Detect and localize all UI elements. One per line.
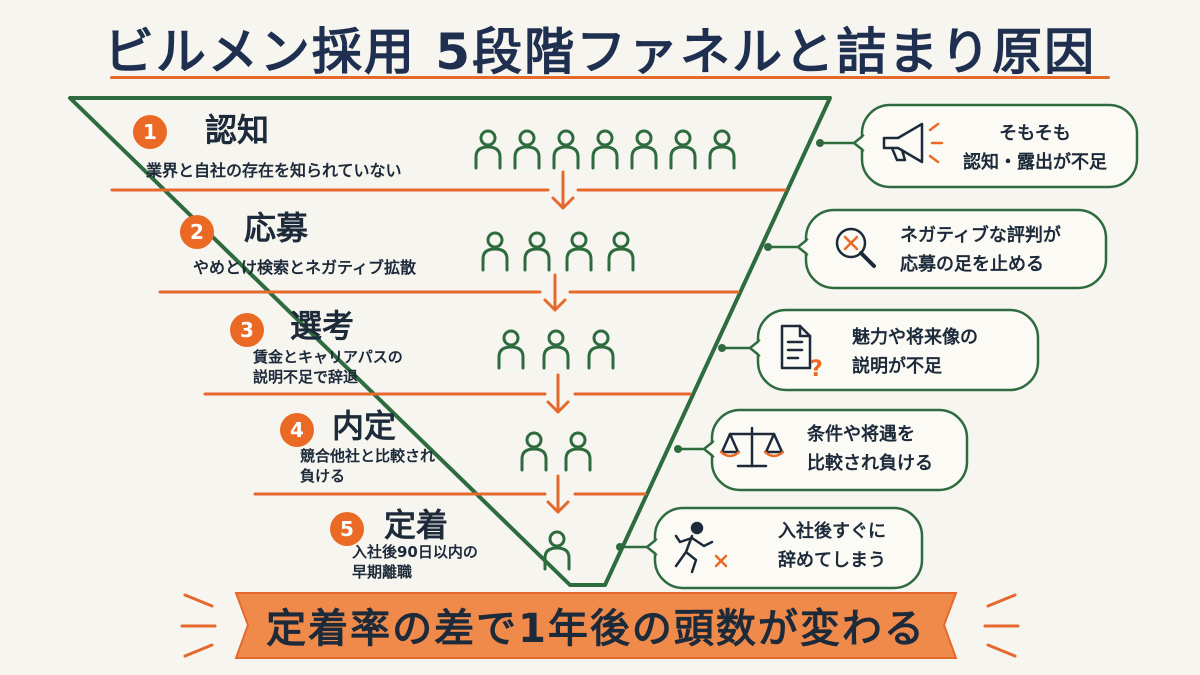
stage-3-description: 賃金とキャリアパスの 説明不足で辞退 bbox=[253, 348, 403, 387]
person-icon bbox=[552, 129, 580, 170]
document-question-icon: ? bbox=[780, 324, 823, 382]
arrow-down-icon-1 bbox=[551, 170, 575, 210]
stage-4-description: 競合他社と比較され 負ける bbox=[300, 447, 436, 486]
callout-bubble-1 bbox=[816, 103, 1139, 189]
person-icon bbox=[481, 231, 509, 272]
stage-5-description: 入社後90日以内の 早期離職 bbox=[352, 543, 478, 582]
callout-3-text: 魅力や将来像の 説明が不足 bbox=[852, 327, 978, 377]
callout-bubbles: ? bbox=[616, 103, 1139, 590]
callout-bubble-4 bbox=[674, 408, 969, 492]
callout-bubble-5 bbox=[616, 506, 924, 590]
callout-4-text: 条件や将遇を 比較され負ける bbox=[807, 424, 933, 474]
stage-3-name: 選考 bbox=[290, 307, 355, 345]
person-icon bbox=[542, 329, 570, 370]
burst-lines-left bbox=[180, 593, 217, 658]
burst-lines-right bbox=[983, 593, 1020, 658]
banner-text: 定着率の差で1年後の頭数が変わる bbox=[266, 606, 926, 652]
callout-1-text: そもそも 認知・露出が不足 bbox=[963, 123, 1107, 173]
stage-2-badge: 2 bbox=[180, 215, 214, 249]
stage-2-name: 応募 bbox=[244, 209, 309, 247]
person-icon bbox=[708, 129, 736, 170]
search-x-icon bbox=[835, 227, 876, 268]
funnel-outline bbox=[68, 96, 832, 587]
stage-separators bbox=[110, 188, 787, 496]
person-icon bbox=[523, 231, 551, 272]
callout-bubble-3 bbox=[718, 308, 1040, 392]
stage-1-description: 業界と自社の存在を知られていない bbox=[146, 161, 402, 180]
arrow-down-icon-3 bbox=[546, 373, 570, 414]
arrow-down-icon-2 bbox=[543, 273, 567, 312]
page-title: ビルメン採用 5段階ファネルと詰まり原因 bbox=[103, 23, 1097, 81]
scale-icon bbox=[719, 426, 785, 468]
running-person-x-icon bbox=[674, 521, 728, 574]
stage-2-description: やめとけ検索とネガティブ拡散 bbox=[193, 258, 417, 277]
stage-1-name: 認知 bbox=[205, 111, 270, 149]
callout-5-text: 入社後すぐに 辞めてしまう bbox=[778, 521, 886, 571]
stage-4-badge: 4 bbox=[280, 413, 314, 447]
callout-bubble-2 bbox=[764, 208, 1108, 290]
person-icon bbox=[607, 231, 635, 272]
title-underline bbox=[110, 76, 1110, 79]
stage-5-badge: 5 bbox=[330, 512, 364, 546]
person-icon bbox=[474, 129, 502, 170]
person-icon bbox=[564, 431, 592, 472]
stage-1-badge: 1 bbox=[133, 115, 167, 149]
megaphone-icon bbox=[882, 122, 944, 164]
stage-5-name: 定着 bbox=[384, 506, 449, 544]
person-icon bbox=[543, 530, 571, 571]
person-icon bbox=[520, 431, 548, 472]
stage-3-badge: 3 bbox=[230, 313, 264, 347]
person-icon bbox=[591, 129, 619, 170]
person-icon bbox=[497, 329, 525, 370]
bottom-banner bbox=[180, 592, 1020, 659]
arrow-down-icon-4 bbox=[546, 474, 570, 514]
banner-ribbon bbox=[234, 592, 958, 659]
people-icons bbox=[474, 129, 736, 571]
svg-text:?: ? bbox=[810, 357, 823, 382]
stage-4-name: 内定 bbox=[332, 407, 397, 445]
person-icon bbox=[587, 329, 615, 370]
flow-arrows bbox=[543, 170, 575, 514]
person-icon bbox=[565, 231, 593, 272]
callout-2-text: ネガティブな評判が 応募の足を止める bbox=[900, 225, 1061, 275]
person-icon bbox=[630, 129, 658, 170]
person-icon bbox=[669, 129, 697, 170]
person-icon bbox=[513, 129, 541, 170]
